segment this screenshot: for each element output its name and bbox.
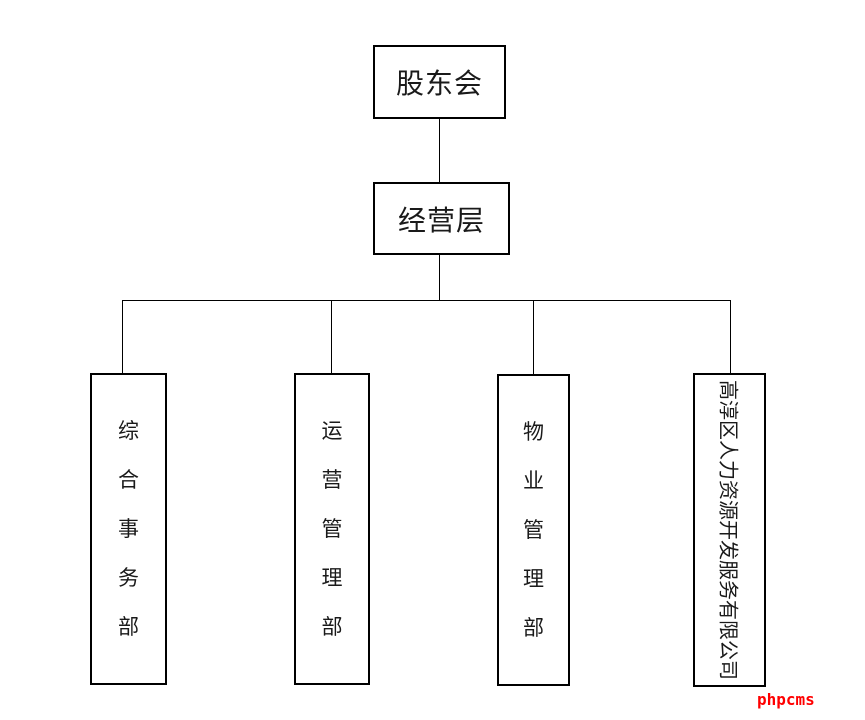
dept-box-operations: 运营管理部 [294, 373, 370, 685]
connector-drop-property [533, 300, 534, 374]
connector-management-to-bus [439, 255, 440, 301]
connector-horizontal-bus [122, 300, 731, 301]
dept-box-property: 物业管理部 [497, 374, 570, 686]
dept-label-operations: 运营管理部 [321, 418, 343, 639]
connector-drop-general-affairs [122, 300, 123, 373]
dept-box-general-affairs: 综合事务部 [90, 373, 167, 685]
management-box: 经营层 [373, 182, 510, 255]
dept-label-property: 物业管理部 [523, 419, 544, 640]
dept-label-general-affairs: 综合事务部 [118, 418, 139, 639]
shareholders-box: 股东会 [373, 45, 506, 119]
dept-box-hr-company: 高淳区人力资源开发服务有限公司 [693, 373, 766, 687]
management-label: 经营层 [397, 203, 485, 237]
connector-drop-operations [331, 300, 332, 373]
connector-drop-hr-company [730, 300, 731, 373]
connector-root-to-management [439, 119, 440, 182]
dept-label-hr-company: 高淳区人力资源开发服务有限公司 [716, 380, 740, 680]
phpcms-watermark: phpcms [757, 690, 815, 709]
shareholders-label: 股东会 [395, 67, 483, 100]
